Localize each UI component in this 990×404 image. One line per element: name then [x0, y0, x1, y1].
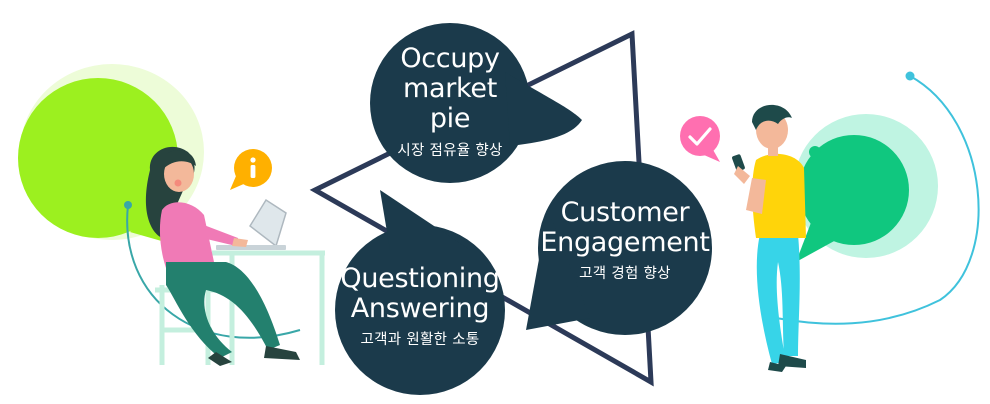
phone [732, 154, 745, 172]
man-legs [756, 234, 800, 364]
woman-illustration [145, 146, 325, 366]
head [164, 156, 194, 192]
torso [159, 202, 214, 268]
laptop [216, 198, 287, 250]
right-speech-tail [796, 220, 836, 262]
bubble-occupy-title-line2: market pie [402, 73, 498, 135]
bubble-customer: Customer Engagement 고객 경험 향상 [540, 197, 710, 283]
bubble-customer-title-line2: Engagement [540, 227, 710, 259]
bubble-occupy-shape [370, 23, 582, 183]
man-illustration [732, 104, 806, 372]
right-decor [775, 71, 980, 325]
bubble-customer-shape [526, 161, 712, 335]
bubble-occupy: Occupy market pie 시장 점유율 향상 [380, 43, 520, 159]
bubble-questioning-title-line2: Answering [350, 293, 490, 325]
check-badge [680, 116, 720, 162]
bubble-questioning: Questioning Answering 고객과 원활한 소통 [335, 263, 505, 349]
legs [166, 262, 280, 358]
bubble-customer-title-line1: Customer [560, 197, 690, 228]
bubble-questioning-title-line1: Questioning [340, 263, 500, 294]
bubble-questioning-shape [335, 190, 505, 395]
right-small-dot [809, 146, 821, 158]
info-icon [250, 157, 256, 178]
left-accent-dot [124, 201, 132, 209]
bubble-customer-subtitle: 고객 경험 향상 [579, 266, 671, 283]
arm [194, 222, 238, 246]
info-badge [230, 149, 272, 190]
right-accent-arc [775, 75, 980, 325]
bubble-occupy-title-line1: Occupy [400, 43, 500, 74]
bubble-occupy-subtitle: 시장 점유율 향상 [397, 142, 503, 159]
right-accent-dot [905, 71, 915, 81]
right-green-circle [799, 135, 909, 245]
check-icon [688, 127, 712, 146]
bubble-questioning-subtitle: 고객과 원활한 소통 [360, 332, 480, 349]
left-green-circle [18, 78, 178, 238]
